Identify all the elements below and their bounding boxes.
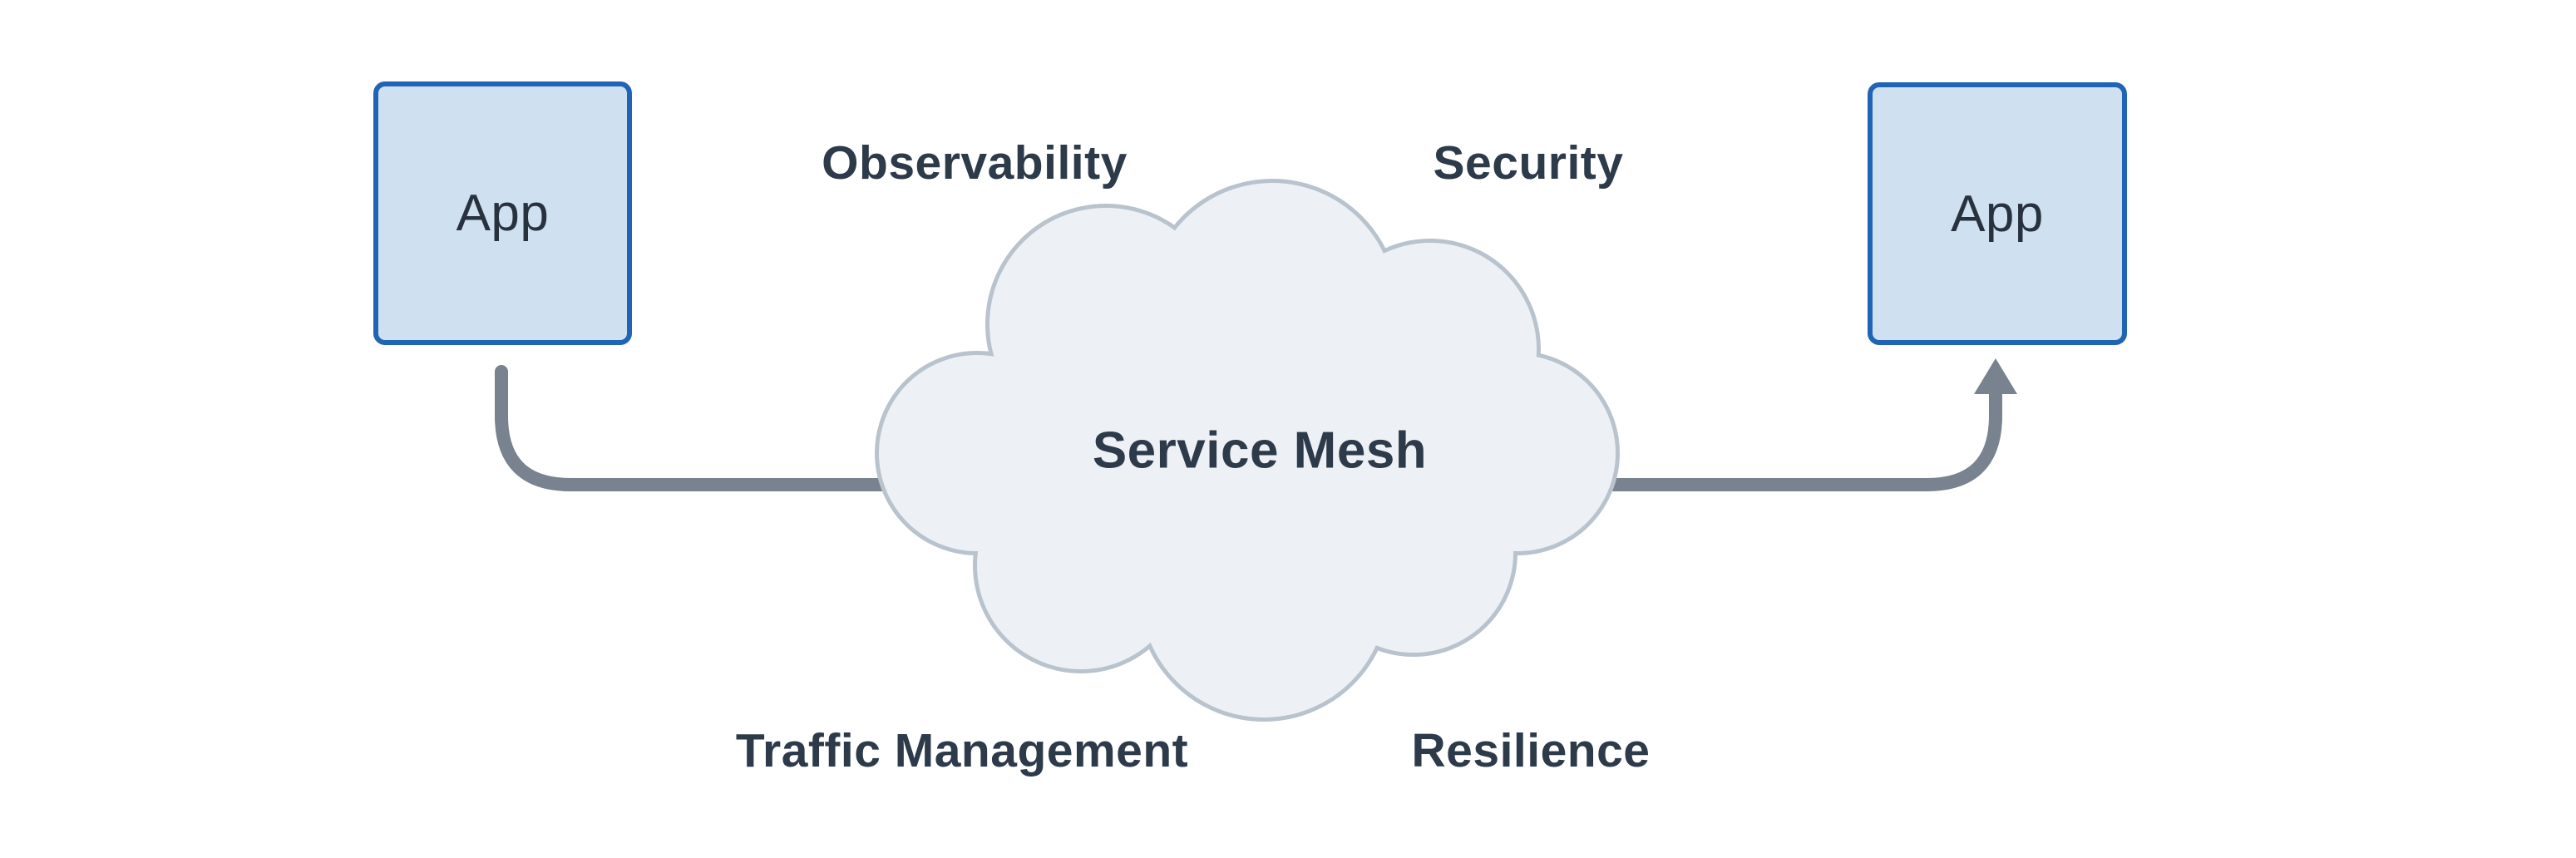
label-observability: Observability [822, 136, 1128, 190]
app-box-left-label: App [456, 185, 550, 242]
label-security: Security [1433, 136, 1624, 190]
app-box-right: App [1868, 82, 2127, 345]
app-box-left: App [373, 81, 632, 345]
label-traffic-management: Traffic Management [735, 724, 1189, 777]
arrowhead-icon [1974, 358, 2017, 394]
label-resilience: Resilience [1411, 724, 1651, 777]
service-mesh-cloud [875, 179, 1620, 722]
cloud-title: Service Mesh [1092, 422, 1428, 480]
app-box-right-label: App [1951, 185, 2044, 243]
